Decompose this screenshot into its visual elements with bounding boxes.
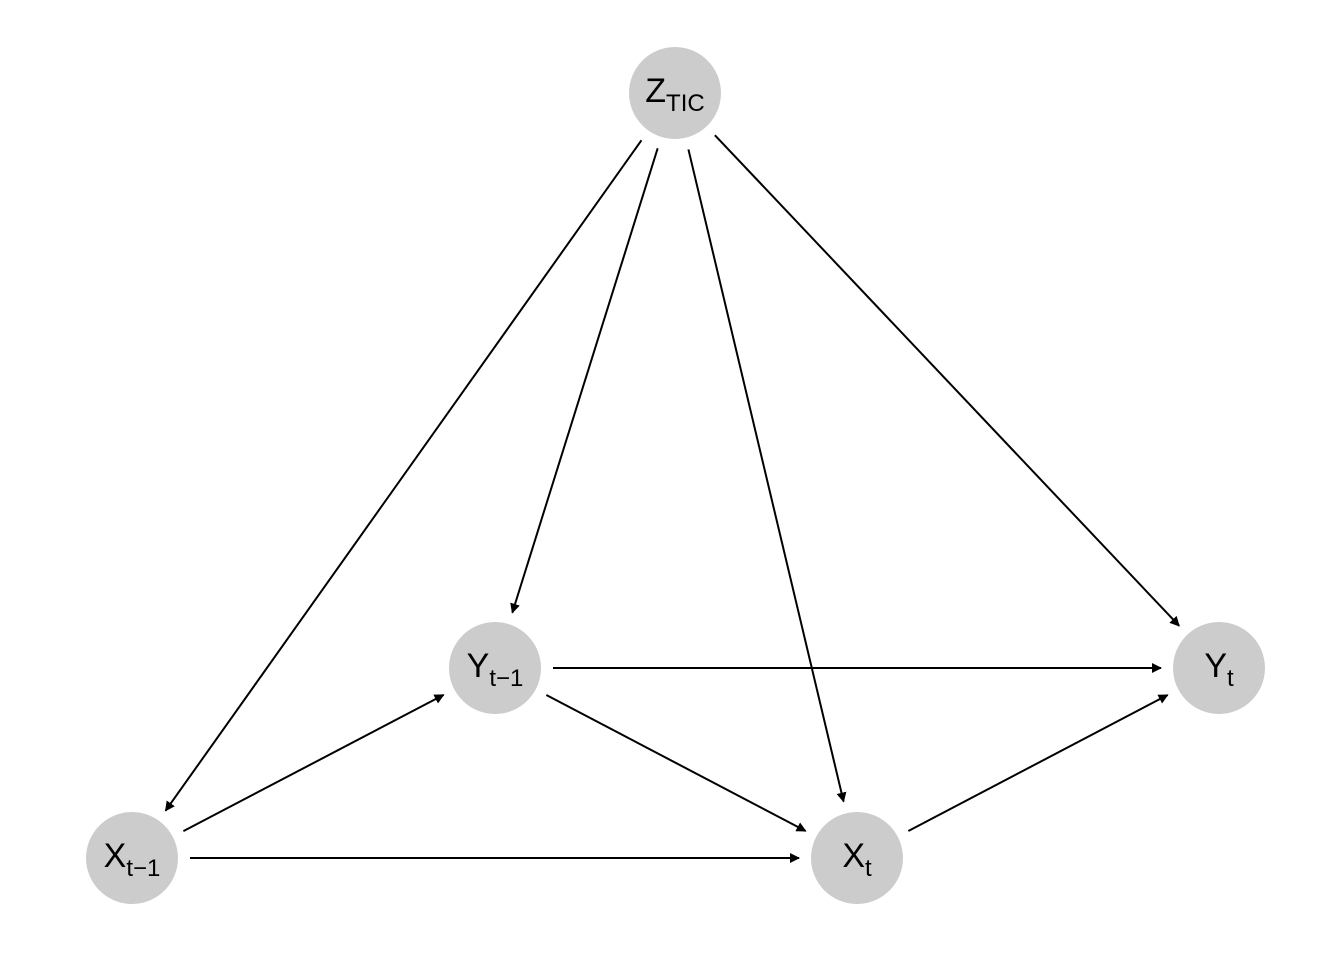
node-Z_TIC — [629, 47, 721, 139]
node-label-subscript: TIC — [666, 90, 705, 117]
node-label-subscript: t−1 — [489, 665, 524, 692]
node-label-main: X — [103, 837, 127, 875]
edge-X_t-1-to-Y_t-1 — [182, 694, 445, 832]
node-label-main: Y — [466, 647, 490, 685]
edge-Y_t-1-to-X_t — [545, 694, 807, 832]
node-label-subscript: t — [1227, 665, 1234, 692]
node-label-Y_t-1: Yt−1 — [467, 647, 524, 693]
edge-X_t-to-Y_t — [907, 694, 1169, 832]
node-X_t-1 — [86, 812, 178, 904]
node-X_t — [811, 812, 903, 904]
node-label-main: X — [842, 837, 866, 875]
node-label-Z_TIC: ZTIC — [645, 72, 704, 118]
node-label-Y_t: Yt — [1204, 647, 1233, 693]
node-label-X_t-1: Xt−1 — [104, 837, 161, 883]
node-Y_t-1 — [449, 622, 541, 714]
edge-Z_TIC-to-X_t-1 — [164, 139, 643, 812]
edge-Z_TIC-to-Y_t-1 — [510, 148, 659, 614]
node-label-main: Y — [1204, 647, 1228, 685]
node-Y_t — [1173, 622, 1265, 714]
edge-Z_TIC-to-X_t — [687, 149, 847, 803]
node-label-main: Z — [645, 72, 667, 110]
node-label-subscript: t — [865, 855, 872, 882]
node-label-X_t: Xt — [842, 837, 871, 883]
node-label-subscript: t−1 — [126, 855, 161, 882]
edge-Z_TIC-to-Y_t — [714, 134, 1180, 627]
